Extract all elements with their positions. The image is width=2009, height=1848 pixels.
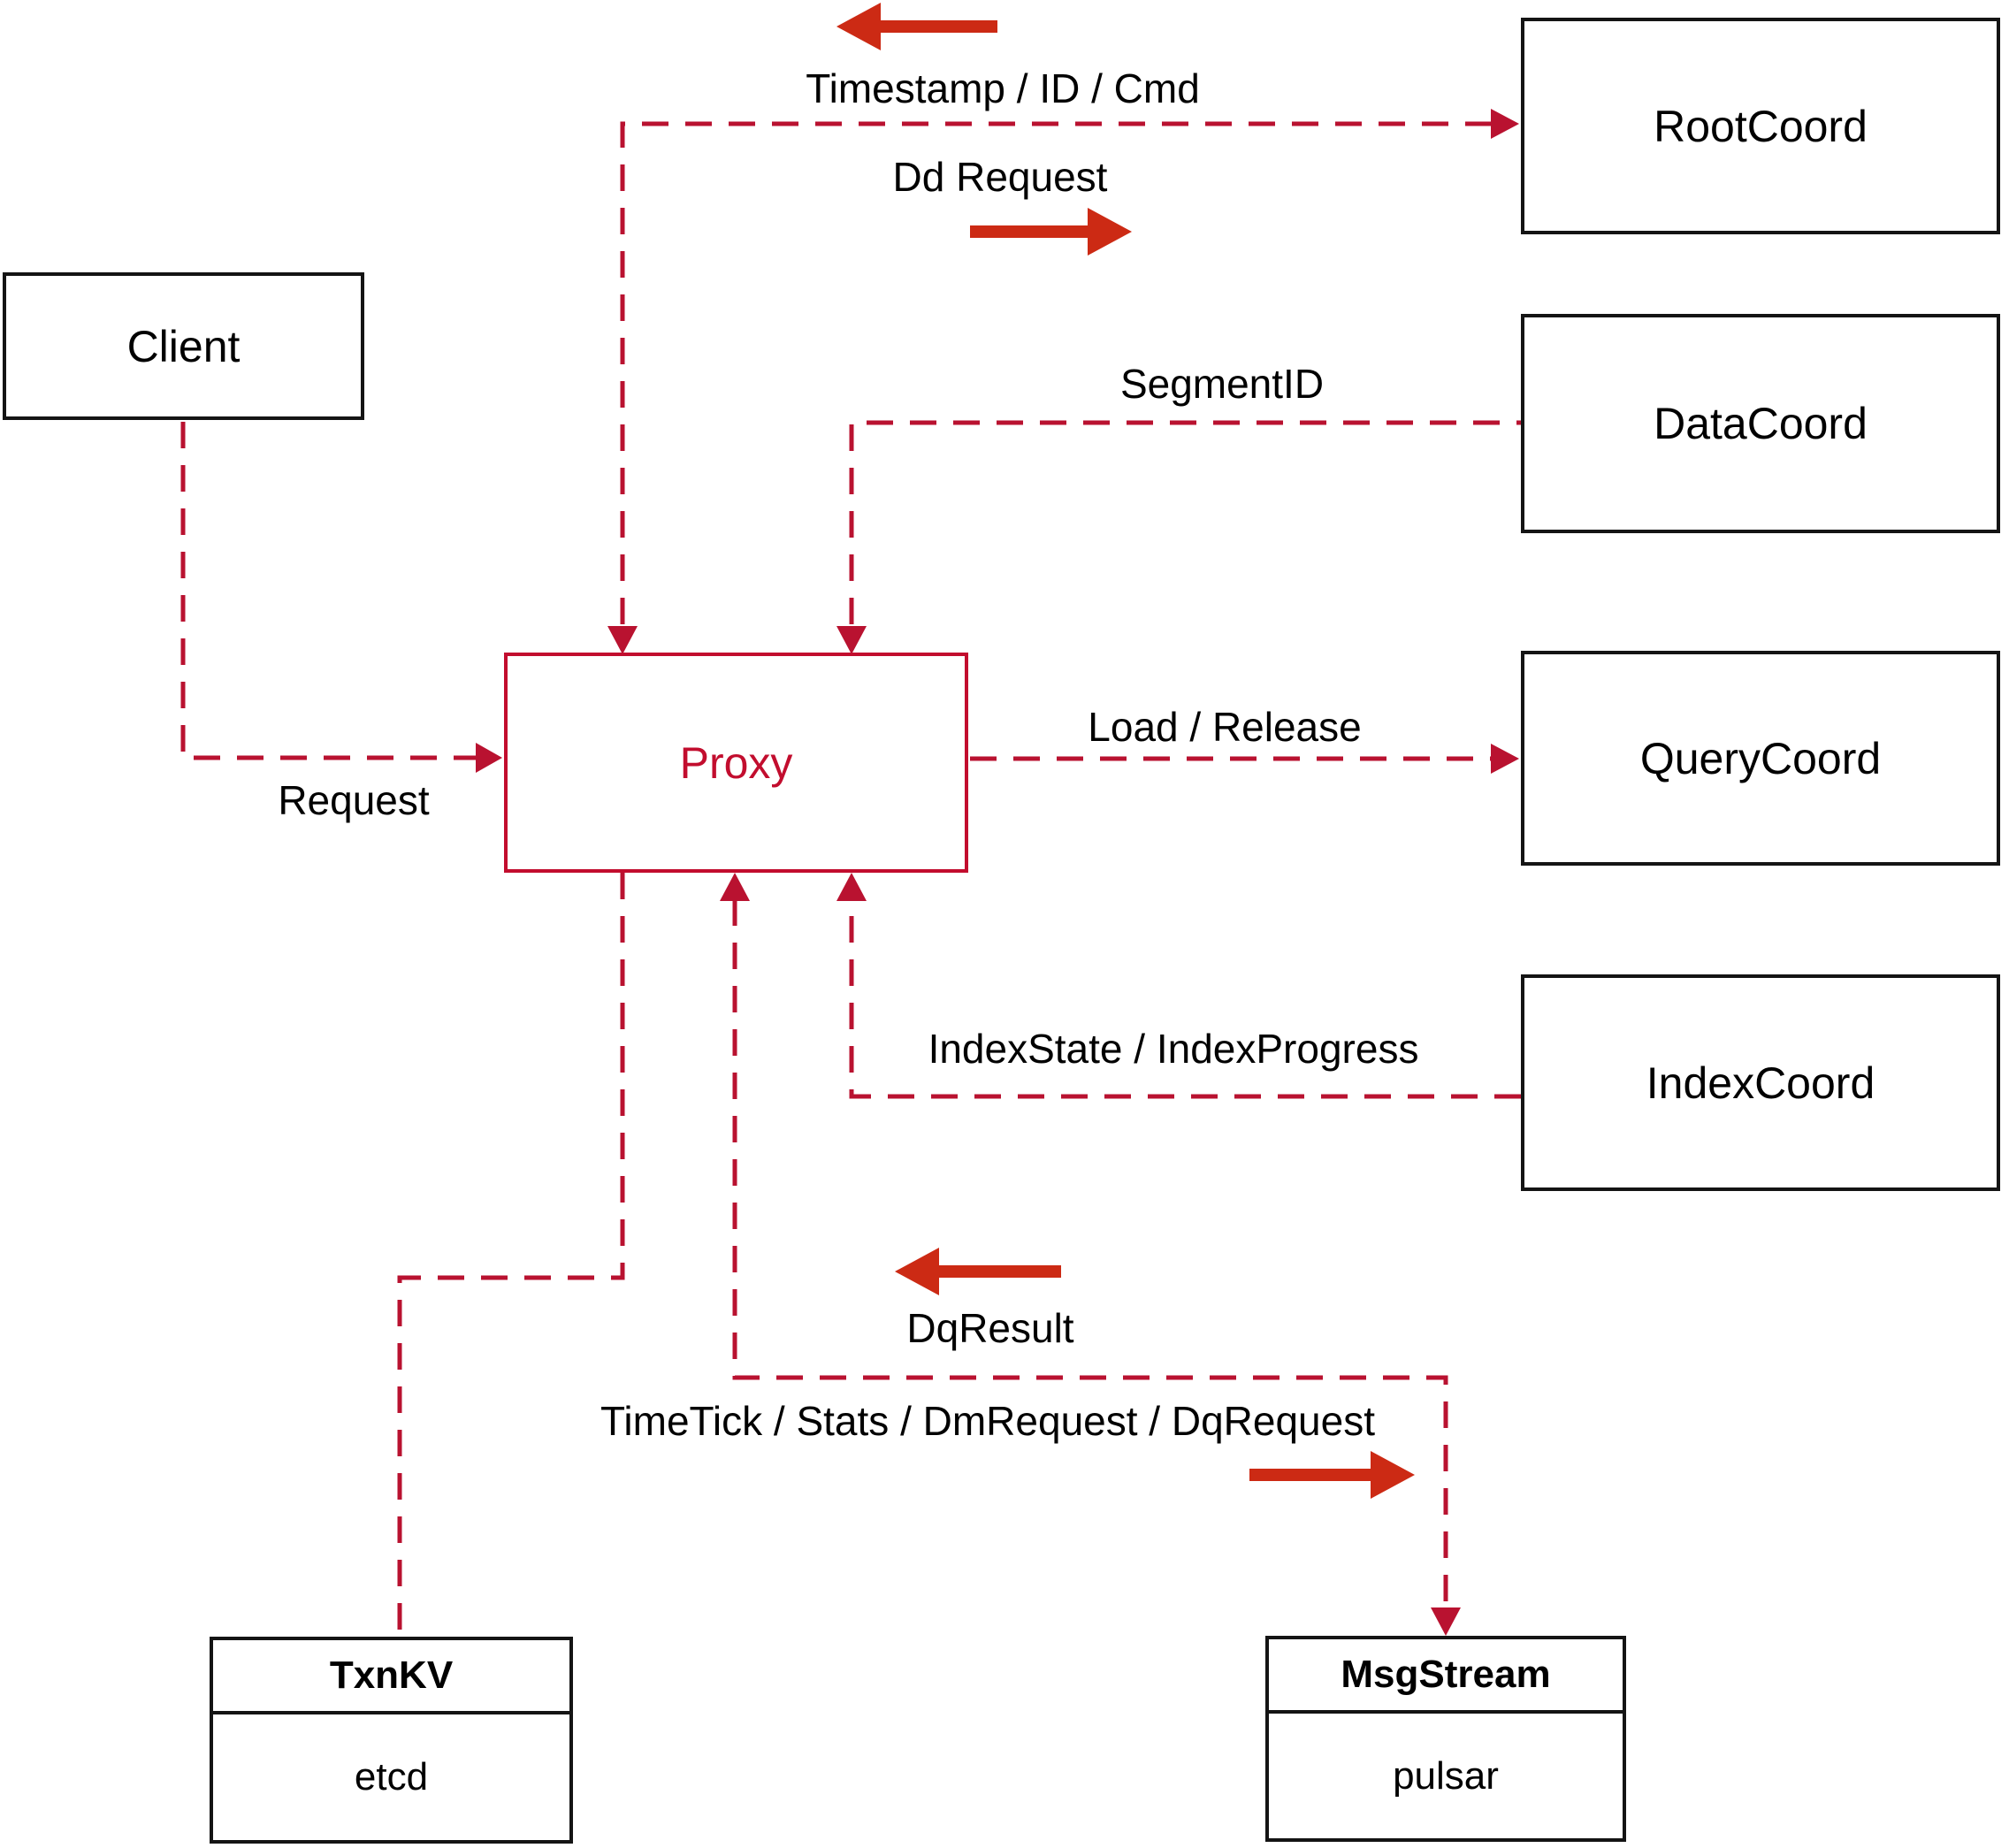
node-querycoord-label: QueryCoord [1639,733,1882,783]
node-querycoord: QueryCoord [1521,651,2000,866]
msgstream-title: MsgStream [1269,1639,1623,1714]
txnkv-impl: etcd [354,1755,429,1798]
msgstream-impl: pulsar [1393,1753,1499,1798]
arrowhead-right-into-proxy [476,743,502,773]
direction-arrow-left-timestamp [836,3,997,50]
edge-indexcoord-proxy [849,899,1521,1099]
edge-datacoord-proxy [849,420,1521,624]
node-datacoord-label: DataCoord [1654,399,1868,448]
node-rootcoord: RootCoord [1521,18,2000,234]
arrowhead-up-into-proxy-from-indexcoord [836,873,867,901]
label-load-release: Load / Release [1088,704,1362,750]
edge-client-proxy [180,422,476,760]
node-proxy-label: Proxy [679,737,793,788]
node-proxy: Proxy [504,653,968,873]
arrowhead-down-into-proxy-from-rootcoord [607,626,638,654]
label-request: Request [278,777,430,823]
arrowhead-right-into-querycoord [1491,744,1519,774]
arrowhead-right-into-rootcoord [1491,109,1519,139]
label-timetick-stats-dmrequest-dqrequest: TimeTick / Stats / DmRequest / DqRequest [600,1398,1375,1444]
label-indexstate-indexprogress: IndexState / IndexProgress [928,1026,1419,1072]
label-timestamp-id-cmd: Timestamp / ID / Cmd [806,65,1200,111]
node-indexcoord-label: IndexCoord [1646,1058,1875,1108]
node-client: Client [3,272,364,420]
direction-arrow-left-dqresult [895,1248,1061,1295]
arrowhead-down-into-msgstream [1431,1607,1461,1636]
edge-proxy-msgstream [732,899,1448,1607]
node-rootcoord-label: RootCoord [1654,101,1868,151]
arrowhead-up-into-proxy-from-msgstream [720,873,750,901]
label-dd-request: Dd Request [892,154,1108,200]
direction-arrow-right-timetick [1249,1451,1415,1499]
arrowhead-down-into-proxy-from-datacoord [836,626,867,654]
node-indexcoord: IndexCoord [1521,974,2000,1191]
node-client-label: Client [126,321,241,371]
label-segmentid: SegmentID [1119,361,1325,407]
label-dqresult: DqResult [906,1305,1074,1351]
node-msgstream: MsgStream pulsar [1265,1636,1626,1842]
edge-proxy-txnkv [397,873,625,1635]
node-datacoord: DataCoord [1521,314,2000,533]
node-txnkv: TxnKV etcd [210,1637,573,1844]
direction-arrow-right-dd-request [970,208,1132,256]
edge-proxy-rootcoord [620,121,1491,624]
txnkv-title: TxnKV [213,1640,569,1714]
